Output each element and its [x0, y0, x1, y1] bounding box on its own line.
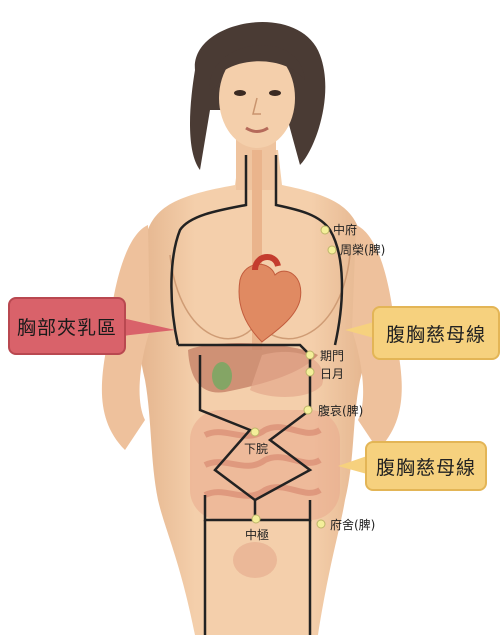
label-zhongfu: 中府 — [333, 221, 357, 238]
left-eye — [234, 90, 246, 96]
acupoint-xiawan — [251, 428, 259, 436]
label-fuai: 腹哀(脾) — [318, 402, 363, 419]
label-xiawan: 下脘 — [244, 440, 268, 457]
gallbladder — [212, 362, 232, 390]
label-riyue: 日月 — [320, 365, 344, 382]
acupoint-zhourong — [328, 246, 336, 254]
acupoint-zhongfu — [321, 226, 329, 234]
chest-region-callout: 胸部夾乳區 — [8, 297, 126, 355]
acupoint-qimen — [306, 351, 314, 359]
right-eye — [269, 90, 281, 96]
bladder — [233, 542, 277, 578]
abdomen-chest-line-callout-lower: 腹胸慈母線 — [365, 441, 487, 491]
abdomen-chest-line-callout-upper: 腹胸慈母線 — [372, 306, 500, 360]
acupoint-fuai — [304, 406, 312, 414]
label-zhourong: 周榮(脾) — [340, 241, 385, 258]
label-qimen: 期門 — [320, 347, 344, 364]
acupoint-fushe — [317, 520, 325, 528]
label-fushe: 府舍(脾) — [330, 516, 375, 533]
acupoint-zhongji — [252, 515, 260, 523]
label-zhongji: 中極 — [245, 526, 269, 543]
acupoint-riyue — [306, 368, 314, 376]
